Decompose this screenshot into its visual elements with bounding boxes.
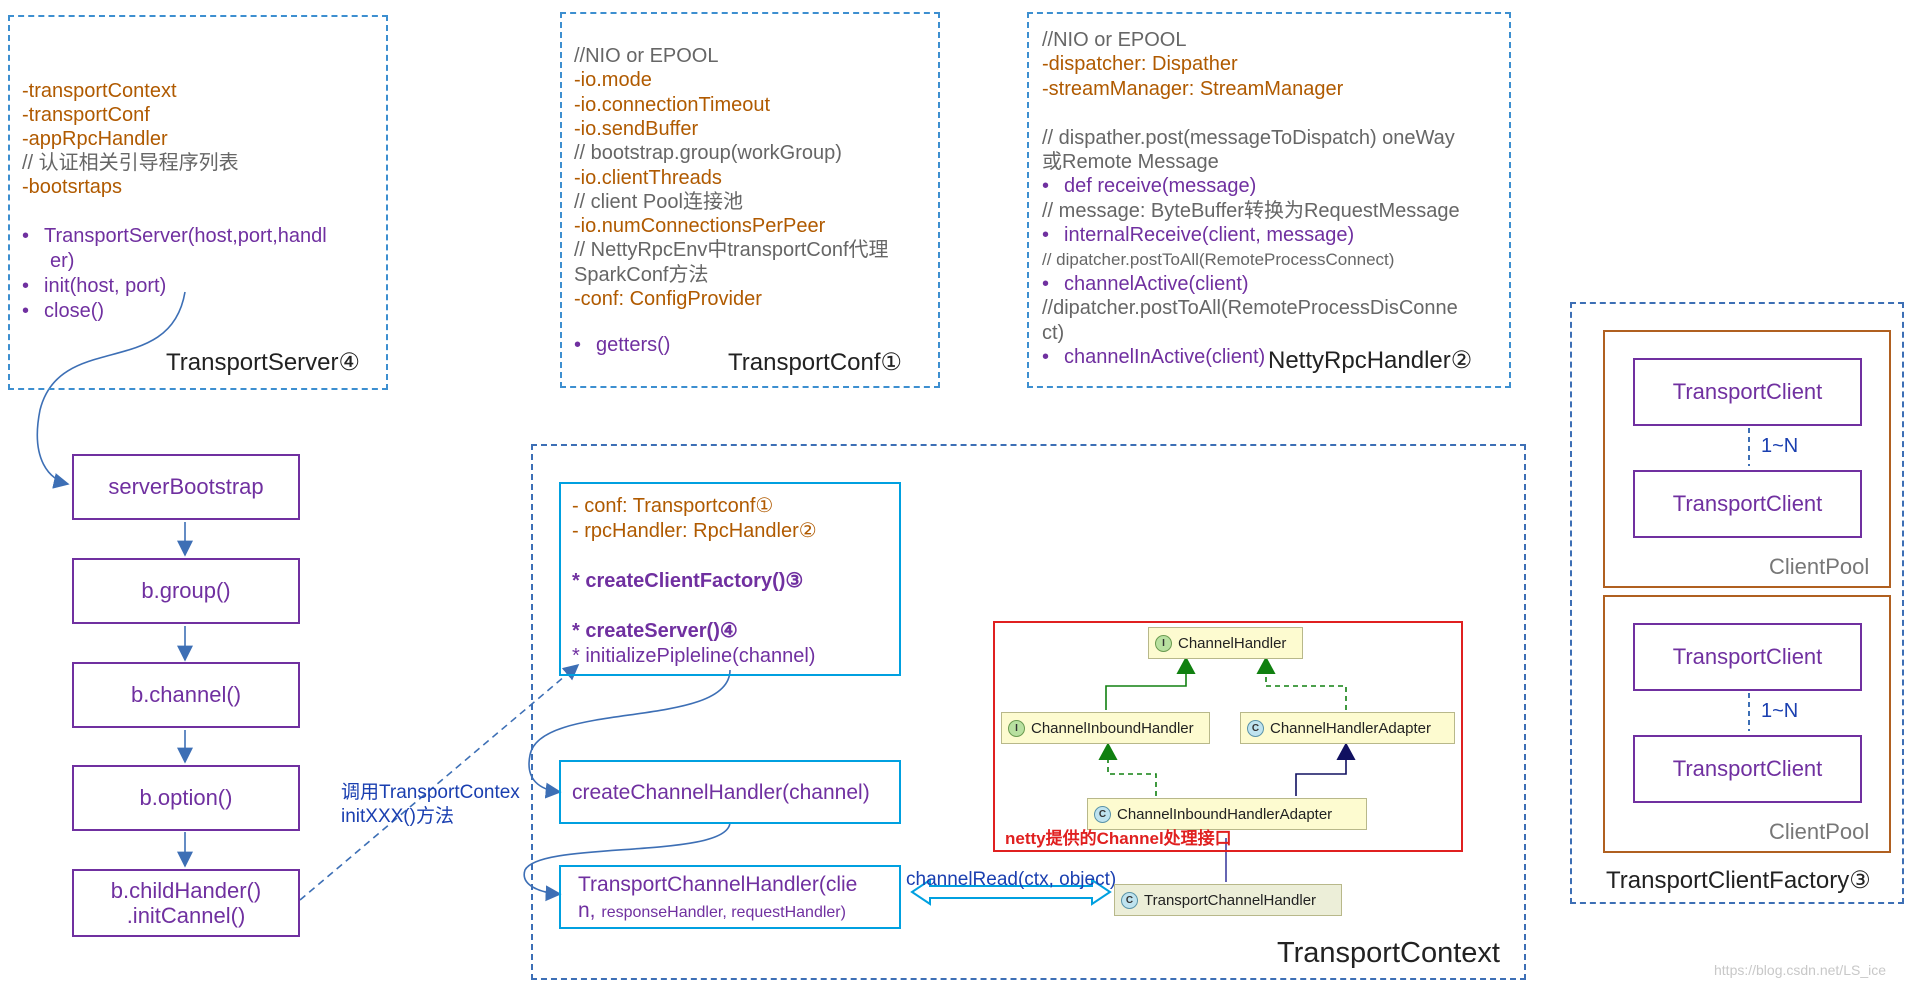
text-line: //NIO or EPOOL [574,45,719,67]
b-option-node: b.option() [72,765,300,831]
transport-conf-title: TransportConf① [728,349,903,376]
transport-client-factory-title: TransportClientFactory③ [1606,867,1871,894]
text-line: * initializePipleline(channel) [572,645,816,667]
ts-field-2: -transportConf [22,104,150,126]
text-line: •channelInActive(client) [1042,346,1266,369]
transport-client-factory-box [1570,302,1904,904]
text-line: // message: ByteBuffer转换为RequestMessage [1042,199,1460,222]
text-line: * createServer()④ [572,620,738,642]
transport-server-title: TransportServer④ [166,349,361,376]
text-line: * createClientFactory()③ [572,570,804,592]
text-line: -io.numConnectionsPerPeer [574,215,826,238]
server-bootstrap-node: serverBootstrap [72,454,300,520]
text-line: -streamManager: StreamManager [1042,77,1344,100]
create-channel-handler-label: createChannelHandler(channel) [572,781,870,804]
ts-field-1: -transportContext [22,80,177,102]
transport-context-title: TransportContext [1277,937,1500,969]
text-line: -io.sendBuffer [574,117,699,140]
text-line: // dipatcher.postToAll(RemoteProcessConn… [1042,249,1395,269]
pool2-ratio: 1~N [1761,700,1799,722]
transport-conf-box [560,12,940,388]
uml-adapter-to-handler [1256,656,1347,710]
b-group-node: b.group() [72,558,300,624]
text-line: //NIO or EPOOL [1042,29,1187,51]
transport-context-box [531,444,1526,980]
context-inner-box [559,482,901,676]
transport-channel-handler-box [559,865,901,929]
netty-uml-box [993,621,1463,852]
class-icon: C [1121,891,1138,909]
text-line: //dipatcher.postToAll(RemoteProcessDisCo… [1042,297,1458,320]
create-channel-handler-box [559,760,901,824]
text-line: -conf: ConfigProvider [574,288,762,310]
call-label-2: initXXX()方法 [341,806,454,827]
tc-method-getters: •getters() [574,334,671,356]
transport-server-box [8,15,388,390]
watermark: https://blog.csdn.net/LS_ice [1714,962,1886,978]
channel-read-double-arrow [910,878,1112,906]
text-line: // bootstrap.group(workGroup) [574,142,842,165]
ts-field-3: -appRpcHandler [22,128,168,150]
text-line: -dispatcher: Dispather [1042,53,1238,76]
uml-inbound-adapter-to-adapter [1295,742,1356,796]
ts-method-3: •close() [22,300,105,322]
create-to-handler-curve [523,821,731,902]
transport-client-2b: TransportClient [1633,735,1862,803]
interface-icon: I [1155,634,1172,652]
client-pool-2 [1603,595,1891,853]
pool1-ratio: 1~N [1761,435,1799,457]
tch-line2: n, responseHandler, requestHandler) [578,899,846,922]
ts-method-1: •TransportServer(host,port,handl [22,225,327,247]
ts-method-1b: er) [50,250,75,272]
class-icon: C [1247,719,1264,737]
text-line: •internalReceive(client, message) [1042,224,1355,247]
tch-line1: TransportChannelHandler(clie [578,873,858,896]
call-label-1: 调用TransportContex [341,782,520,803]
text-line: 或Remote Message [1042,151,1219,173]
text-line: -io.mode [574,69,652,92]
text-line: SparkConf方法 [574,263,709,286]
channel-read-label: channelRead(ctx, object) [906,869,1117,890]
text-line: -io.clientThreads [574,166,722,189]
b-childhander-line2: .initCannel() [126,903,246,928]
text-line: •channelActive(client) [1042,273,1249,295]
text-line: ct) [1042,321,1065,344]
text-line: - rpcHandler: RpcHandler② [572,520,817,542]
interface-icon: I [1008,719,1025,737]
ts-comment: // 认证相关引导程序列表 [22,152,239,174]
class-icon: C [1094,805,1111,823]
server-to-bootstrap-curve [36,291,186,489]
uml-inbound-to-handler [1105,656,1196,710]
transport-client-2a: TransportClient [1633,623,1862,691]
text-line: // dispather.post(messageToDispatch) one… [1042,126,1455,149]
text-line: -io.connectionTimeout [574,93,771,116]
netty-label: netty提供的Channel处理接口 [1005,829,1232,848]
b-childhander-line1: b.childHander() [110,878,262,903]
netty-rpc-handler-title: NettyRpcHandler② [1268,347,1473,374]
b-childhander-node: b.childHander() .initCannel() [72,869,300,937]
pool2-label: ClientPool [1769,819,1870,844]
transport-client-1a: TransportClient [1633,358,1862,426]
text-line: // client Pool连接池 [574,190,743,213]
netty-rpc-handler-box [1027,12,1511,388]
ts-field-4: -bootsrtaps [22,176,123,198]
pipeline-to-create-curve [528,669,731,799]
text-line: - conf: Transportconf① [572,495,774,517]
text-line: // NettyRpcEnv中transportConf代理 [574,239,889,262]
text-line: •def receive(message) [1042,175,1257,198]
pool1-label: ClientPool [1769,554,1870,579]
uml-inbound-adapter-to-inbound [1098,742,1157,796]
client-pool-1 [1603,330,1891,588]
ts-method-2: •init(host, port) [22,275,167,297]
transport-client-1b: TransportClient [1633,470,1862,538]
b-channel-node: b.channel() [72,662,300,728]
